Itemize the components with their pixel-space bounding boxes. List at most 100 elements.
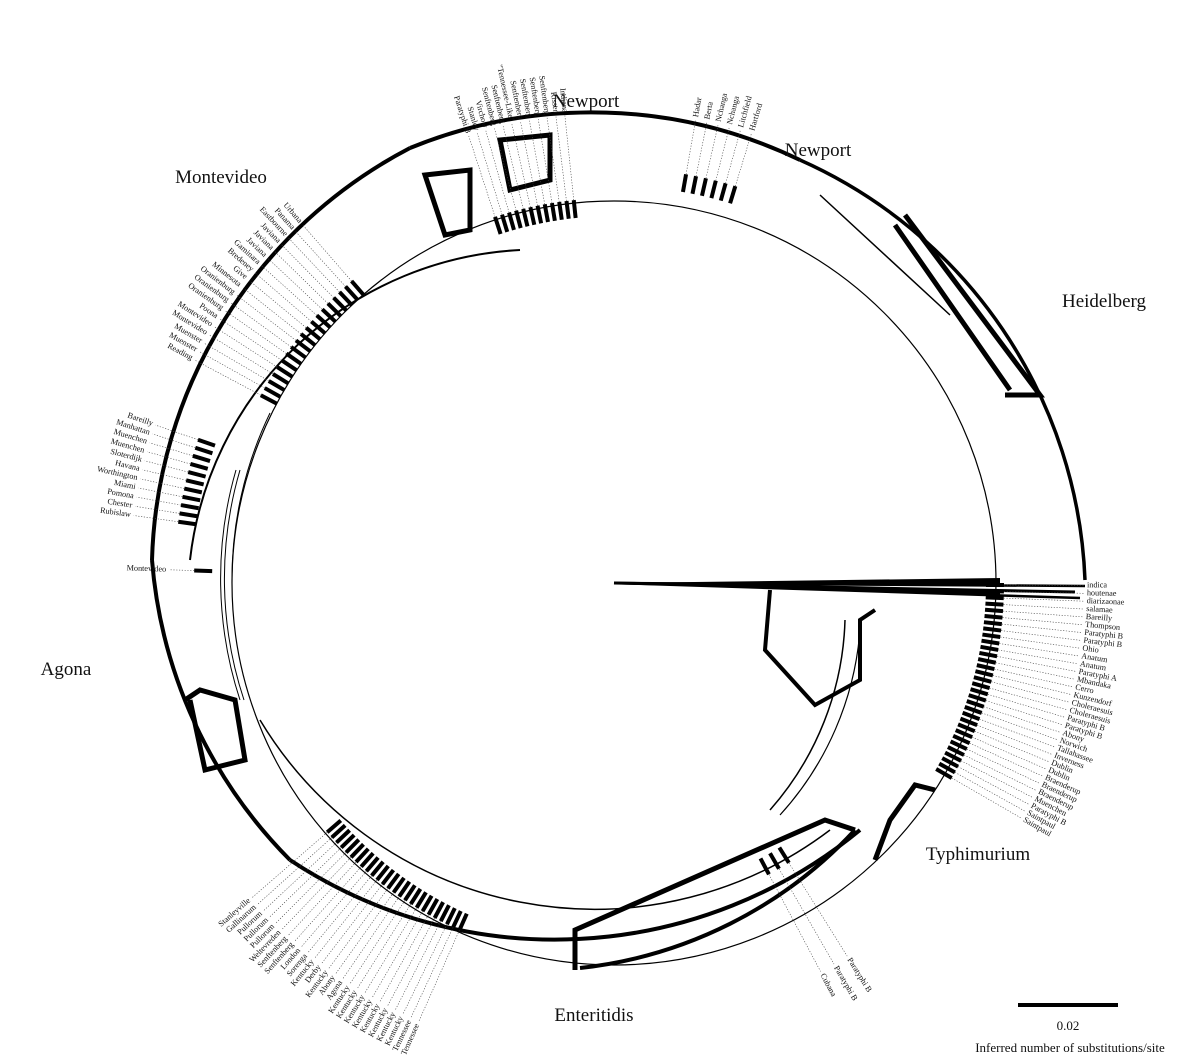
leaf-branch (938, 761, 956, 775)
leaf-branch (326, 302, 343, 318)
leaf-branch (438, 904, 451, 923)
leaf-leader (152, 433, 196, 449)
thin-double-ring (231, 412, 271, 584)
leaf-leader (987, 694, 1065, 718)
leaf-branch (364, 856, 380, 873)
leaf-branch (349, 842, 365, 859)
leaf-leader (529, 120, 546, 205)
leaf-leader (1001, 623, 1082, 633)
leaf-label: Miami (113, 478, 137, 491)
leaf-branch (182, 494, 201, 503)
leaf-branch (187, 470, 207, 479)
leaf-branch (535, 205, 544, 224)
leaf-leader (966, 748, 1040, 784)
leaf-branch (944, 750, 963, 763)
leaf-leader (735, 133, 752, 187)
leaf-leader (144, 460, 189, 473)
leaf-leader (951, 777, 1022, 819)
clade-label-heidelberg: Heidelberg (1062, 291, 1147, 312)
leaf-branch (335, 828, 351, 845)
leaf-branch (350, 279, 365, 297)
leaf-leader (485, 130, 510, 213)
leaf-leader (194, 359, 261, 396)
leaf-leader (342, 896, 400, 980)
enteritidis-box (572, 817, 856, 970)
leaf-branch (294, 338, 312, 353)
leaf-branch (354, 847, 370, 864)
leaf-branch (500, 214, 510, 233)
scale-bar: 0.02 Inferred number of substitutions/si… (975, 1003, 1165, 1055)
leaf-branch (935, 767, 953, 780)
leaf-label: Bareilly (1085, 612, 1113, 623)
leaf-branch (280, 358, 298, 372)
leaf-branch (185, 478, 205, 487)
leaf-branch (263, 386, 282, 399)
leaf-leader (281, 857, 352, 930)
leaf-branch (451, 910, 463, 929)
leaf-leader (1003, 604, 1084, 610)
leaf-branch (432, 901, 445, 919)
clade-label-newport-right: Newport (785, 140, 852, 161)
leaf-label: Cubana (819, 972, 839, 999)
leaf-leader (302, 224, 352, 282)
outgroup-branch-2 (613, 581, 1086, 588)
leaf-branch (403, 884, 417, 902)
leaf-branch (197, 437, 216, 448)
leaf-leader (242, 287, 302, 335)
leaf-branch (959, 716, 978, 728)
leaf-leader (402, 924, 448, 1015)
leaf-branch (299, 332, 317, 347)
leaf-leader (142, 469, 187, 481)
leaf-branch (549, 202, 557, 222)
leaf-branch (700, 177, 708, 197)
leaf-leader (695, 122, 708, 177)
leaf-branch (192, 453, 211, 463)
leaf-leader (995, 662, 1075, 680)
leaf-leader (248, 279, 307, 328)
leaf-leader (213, 326, 278, 368)
leaf-branch (420, 894, 434, 913)
leaf-branch (344, 838, 361, 854)
leaf-leader (999, 643, 1079, 657)
outer-arc-bottom (288, 828, 862, 942)
enteritidis-inner (579, 828, 857, 970)
leaf-leader (133, 515, 179, 523)
typhimurium-box (872, 782, 936, 861)
middle-arc-bottom (259, 719, 831, 910)
leaf-branch (984, 614, 1003, 620)
typhimurium-stem (769, 619, 846, 811)
leaf-leader (494, 128, 517, 211)
leaf-label: Indiana (558, 88, 570, 114)
leaf-leader (138, 487, 183, 498)
leaf-leader (511, 124, 531, 208)
leaf-branch (325, 818, 343, 834)
leaf-leader (280, 243, 334, 298)
clade-labels: NewportNewportMontevideoHeidelbergAgonaT… (41, 91, 1147, 1026)
leaf-leader (1002, 617, 1083, 626)
leaf-branch (709, 180, 718, 199)
leaf-leader (274, 250, 329, 304)
leaf-branch (973, 675, 992, 684)
leaf-leader (251, 832, 328, 899)
leaf-leader (410, 927, 454, 1019)
leaf-leader (1002, 610, 1083, 618)
leaf-branch (982, 632, 1001, 640)
leaf-branch (571, 199, 578, 219)
leaf-branch (189, 462, 209, 471)
tree-structure (150, 110, 1087, 970)
leaf-label: indica (1087, 580, 1107, 589)
leaf-leader (294, 866, 362, 942)
leaf-leader (996, 656, 1076, 672)
leaf-leader (998, 649, 1078, 664)
leaf-leader (371, 911, 423, 998)
leaf-leader (257, 837, 332, 905)
leaf-leader (788, 862, 848, 957)
leaf-branch (320, 307, 337, 324)
leaf-label: Chester (107, 497, 133, 510)
leaf-branch (976, 663, 995, 672)
leaf-branch (445, 907, 457, 926)
leaf-branch (391, 876, 406, 894)
leaf-branch (957, 722, 976, 734)
leaf-label: Hadar (691, 96, 703, 118)
leaf-leader (208, 334, 274, 375)
